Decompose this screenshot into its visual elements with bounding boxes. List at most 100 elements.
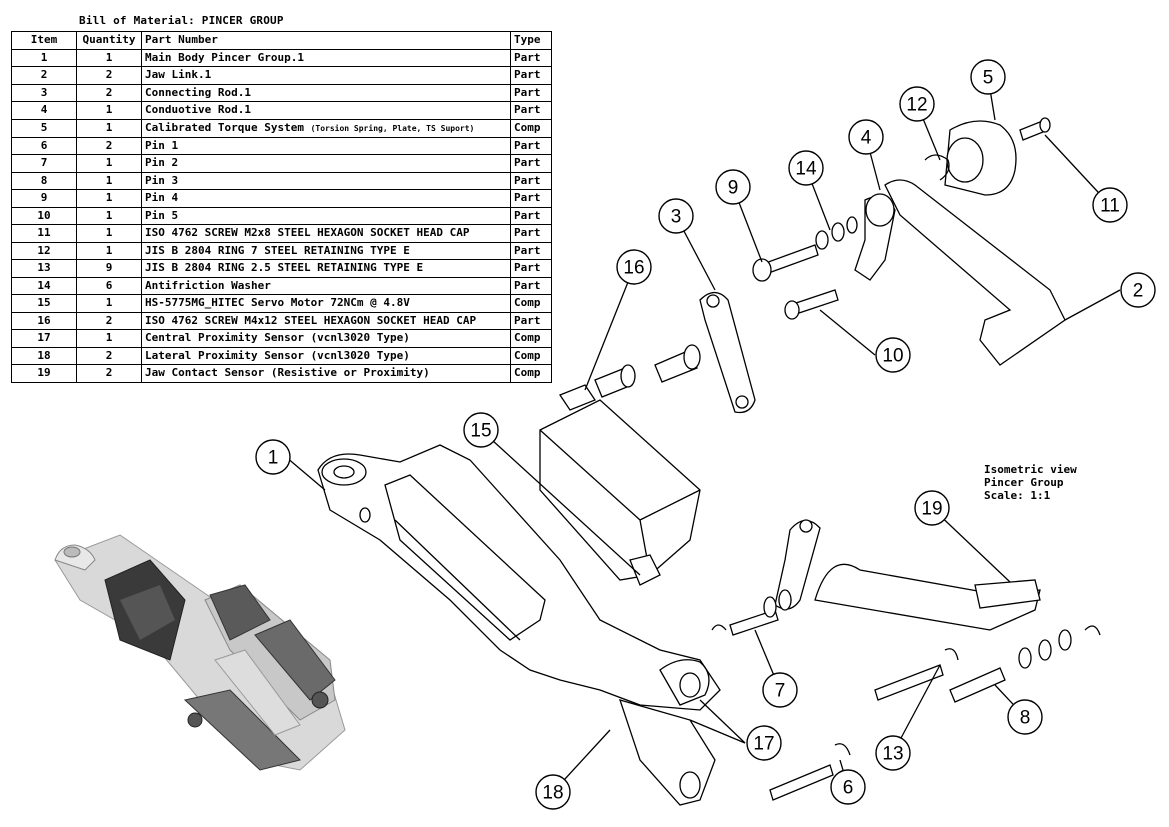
leader-lines (285, 76, 1121, 793)
balloon-label: 14 (795, 159, 817, 180)
bom-part-number: Calibrated Torque System (Torsion Spring… (141, 118, 511, 138)
part-name: Antifriction Washer (145, 278, 271, 292)
jaw-link-part (814, 120, 1066, 631)
bom-type: Part (510, 136, 552, 155)
bom-item-number: 19 (11, 364, 77, 383)
part-name: JIS B 2804 RING 2.5 STEEL RETAINING TYPE… (145, 261, 424, 275)
pins-and-rings (711, 117, 1101, 801)
balloon-label: 11 (1100, 196, 1120, 217)
header-quantity: Quantity (76, 31, 142, 50)
bom-type: Comp (510, 294, 552, 313)
balloon-item-12: 12 (899, 86, 935, 122)
balloon-label: 7 (775, 681, 786, 702)
part-name: JIS B 2804 RING 7 STEEL RETAINING TYPE E (145, 243, 410, 257)
bom-part-number: Conduotive Rod.1 (141, 101, 511, 120)
bom-type: Part (510, 101, 552, 120)
part-name: ISO 4762 SCREW M4x12 STEEL HEXAGON SOCKE… (145, 313, 477, 327)
bom-part-number: Main Body Pincer Group.1 (141, 48, 511, 67)
balloon-item-17: 17 (746, 725, 782, 761)
bom-type: Comp (510, 364, 552, 383)
balloon-label: 19 (921, 499, 942, 520)
main-body-part (317, 444, 721, 806)
balloon-label: 2 (1133, 281, 1144, 302)
balloon-label: 8 (1020, 708, 1031, 729)
balloon-label: 3 (671, 207, 682, 228)
view-note-line: Isometric view (984, 463, 1077, 476)
balloon-label: 1 (268, 448, 279, 469)
balloon-item-11: 11 (1092, 187, 1128, 223)
bom-title: Bill of Material: PINCER GROUP (79, 14, 284, 27)
balloon-label: 5 (983, 68, 994, 89)
bom-type: Comp (510, 346, 552, 365)
balloon-item-7: 7 (762, 672, 798, 708)
bom-type: Comp (510, 118, 552, 138)
part-name: Main Body Pincer Group.1 (145, 50, 304, 64)
bom-type: Part (510, 83, 552, 102)
bom-header-row: Item Quantity Part Number Type (11, 31, 552, 50)
balloon-item-10: 10 (875, 337, 911, 373)
bom-type: Part (510, 66, 552, 85)
balloon-item-3: 3 (658, 198, 694, 234)
part-name: Pin 1 (145, 138, 179, 152)
part-name: HS-5775MG_HITEC Servo Motor 72NCm @ 4.8V (145, 296, 410, 310)
balloon-item-5: 5 (970, 59, 1006, 95)
balloon-label: 17 (753, 734, 774, 755)
part-name: Pin 2 (145, 156, 179, 170)
bom-type: Part (510, 311, 552, 330)
bom-type: Part (510, 259, 552, 278)
bom-item-number: 12 (11, 241, 77, 260)
part-name: Pin 5 (145, 208, 179, 222)
bom-part-number: Jaw Contact Sensor (Resistive or Proximi… (141, 364, 511, 383)
part-name: Jaw Contact Sensor (Resistive or Proximi… (145, 366, 430, 380)
bom-item-number: 17 (11, 329, 77, 348)
view-note: Isometric view Pincer Group Scale: 1:1 (984, 463, 1077, 502)
balloon-label: 15 (470, 421, 491, 442)
balloon-label: 4 (861, 128, 872, 149)
bom-type: Part (510, 171, 552, 190)
balloon-label: 13 (882, 744, 903, 765)
balloon-item-8: 8 (1007, 699, 1043, 735)
bom-part-number: JIS B 2804 RING 2.5 STEEL RETAINING TYPE… (141, 259, 511, 278)
balloon-item-1: 1 (255, 439, 291, 475)
part-name: Central Proximity Sensor (vcnl3020 Type) (145, 331, 410, 345)
bom-type: Part (510, 276, 552, 295)
balloon-item-13: 13 (875, 735, 911, 771)
balloon-label: 18 (542, 783, 563, 804)
bom-item-number: 11 (11, 224, 77, 243)
balloon-item-16: 16 (616, 249, 652, 285)
bom-item-number: 13 (11, 259, 77, 278)
bom-type: Part (510, 241, 552, 260)
part-name: Jaw Link.1 (145, 68, 212, 82)
view-note-line: Scale: 1:1 (984, 489, 1051, 502)
bom-type: Part (510, 154, 552, 173)
part-name: Lateral Proximity Sensor (vcnl3020 Type) (145, 348, 410, 362)
part-name: Conduotive Rod.1 (145, 103, 251, 117)
part-name: Connecting Rod.1 (145, 85, 251, 99)
balloon-item-9: 9 (715, 169, 751, 205)
connecting-rod-part (699, 291, 821, 610)
balloon-item-18: 18 (535, 774, 571, 810)
balloon-label: 6 (843, 778, 854, 799)
view-note-line: Pincer Group (984, 476, 1064, 489)
balloon-item-19: 19 (914, 490, 950, 526)
servo-motor-part (539, 384, 701, 586)
balloon-item-6: 6 (830, 769, 866, 805)
balloon-label: 12 (906, 95, 927, 116)
part-name: Pin 3 (145, 173, 179, 187)
balloon-item-4: 4 (848, 119, 884, 155)
part-name: Pin 4 (145, 191, 179, 205)
balloon-label: 9 (728, 178, 739, 199)
